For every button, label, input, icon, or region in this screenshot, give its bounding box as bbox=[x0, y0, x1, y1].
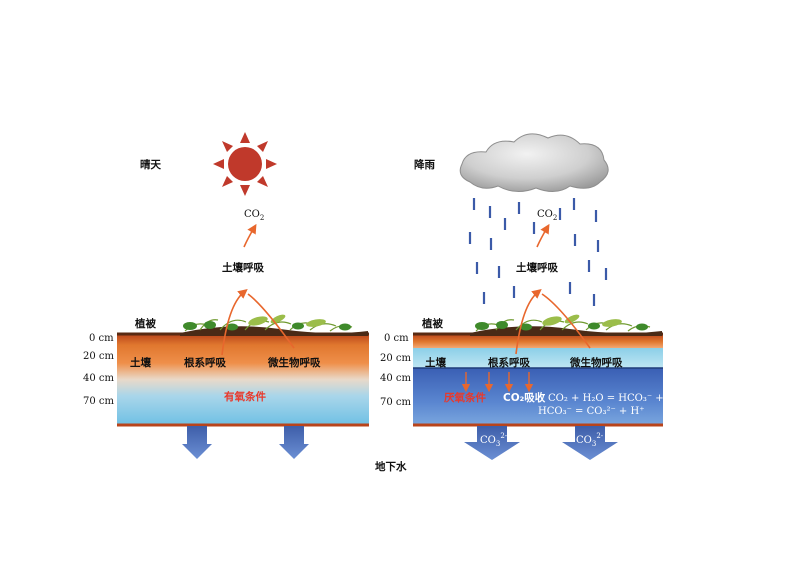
right-panel: 降雨 CO2 土壤呼吸 bbox=[380, 133, 681, 460]
co2-label-right: CO2 bbox=[537, 209, 557, 222]
co2-up-arrow-right bbox=[536, 223, 550, 248]
carbonate-label: CO32- bbox=[576, 432, 604, 448]
depth-label: 40 cm bbox=[83, 373, 115, 384]
equation-2: HCO₃⁻ = CO₃²⁻ + H⁺ bbox=[538, 406, 644, 417]
microbe-respiration-label-right: 微生物呼吸 bbox=[569, 356, 623, 369]
groundwater-label: 地下水 bbox=[375, 460, 407, 473]
soil-respiration-label-left: 土壤呼吸 bbox=[222, 261, 264, 274]
infiltration-arrow-left-1 bbox=[182, 426, 212, 459]
cloud-icon bbox=[459, 133, 609, 192]
saturated-layer-right bbox=[413, 368, 663, 425]
soil-label-left: 土壤 bbox=[130, 356, 151, 369]
depth-label: 0 cm bbox=[89, 333, 114, 344]
co2-absorb-label: CO₂吸收 bbox=[503, 391, 546, 404]
sunny-label: 晴天 bbox=[140, 158, 161, 171]
depth-label: 0 cm bbox=[384, 333, 409, 344]
transition-layer-right bbox=[413, 348, 663, 368]
root-respiration-arrow-right bbox=[515, 288, 542, 355]
rain-label: 降雨 bbox=[414, 158, 435, 171]
aerobic-label: 有氧条件 bbox=[224, 390, 266, 403]
depth-label: 40 cm bbox=[380, 373, 412, 384]
sun-icon bbox=[213, 132, 277, 196]
depth-label: 70 cm bbox=[380, 397, 412, 408]
co2-label-left: CO2 bbox=[244, 209, 264, 222]
soil-profile-left bbox=[117, 334, 369, 425]
carbonate-arrow-right-1: CO32- bbox=[464, 426, 520, 460]
microbe-respiration-arrow-right bbox=[541, 293, 591, 349]
anaerobic-label: 厌氧条件 bbox=[444, 391, 486, 404]
depth-label: 20 cm bbox=[380, 353, 412, 364]
root-respiration-label-right: 根系呼吸 bbox=[488, 356, 530, 369]
topsoil-layer-right bbox=[413, 334, 663, 348]
vegetation-right bbox=[470, 314, 662, 336]
rain-drops bbox=[468, 198, 608, 306]
vegetation-label-left: 植被 bbox=[134, 317, 156, 330]
carbonate-label: CO32- bbox=[480, 432, 508, 448]
infiltration-arrow-left-2 bbox=[279, 426, 309, 459]
depth-label: 70 cm bbox=[83, 396, 115, 407]
soil-respiration-label-right: 土壤呼吸 bbox=[516, 261, 558, 274]
microbe-respiration-label-left: 微生物呼吸 bbox=[267, 356, 321, 369]
soil-label-right: 土壤 bbox=[425, 356, 446, 369]
co2-dissolve-arrows bbox=[461, 372, 534, 393]
depth-label: 20 cm bbox=[83, 351, 115, 362]
equation-1: CO₂ + H₂O = HCO₃⁻ + H⁺ bbox=[548, 393, 681, 404]
root-respiration-arrow-left bbox=[221, 288, 248, 356]
co2-up-arrow-left bbox=[243, 223, 257, 248]
vegetation-label-right: 植被 bbox=[421, 317, 443, 330]
microbe-respiration-arrow-left bbox=[247, 293, 295, 349]
left-panel: 晴天 CO2 土壤呼吸 bbox=[83, 132, 369, 459]
root-respiration-label-left: 根系呼吸 bbox=[184, 356, 226, 369]
carbonate-arrow-right-2: CO32- bbox=[562, 426, 618, 460]
